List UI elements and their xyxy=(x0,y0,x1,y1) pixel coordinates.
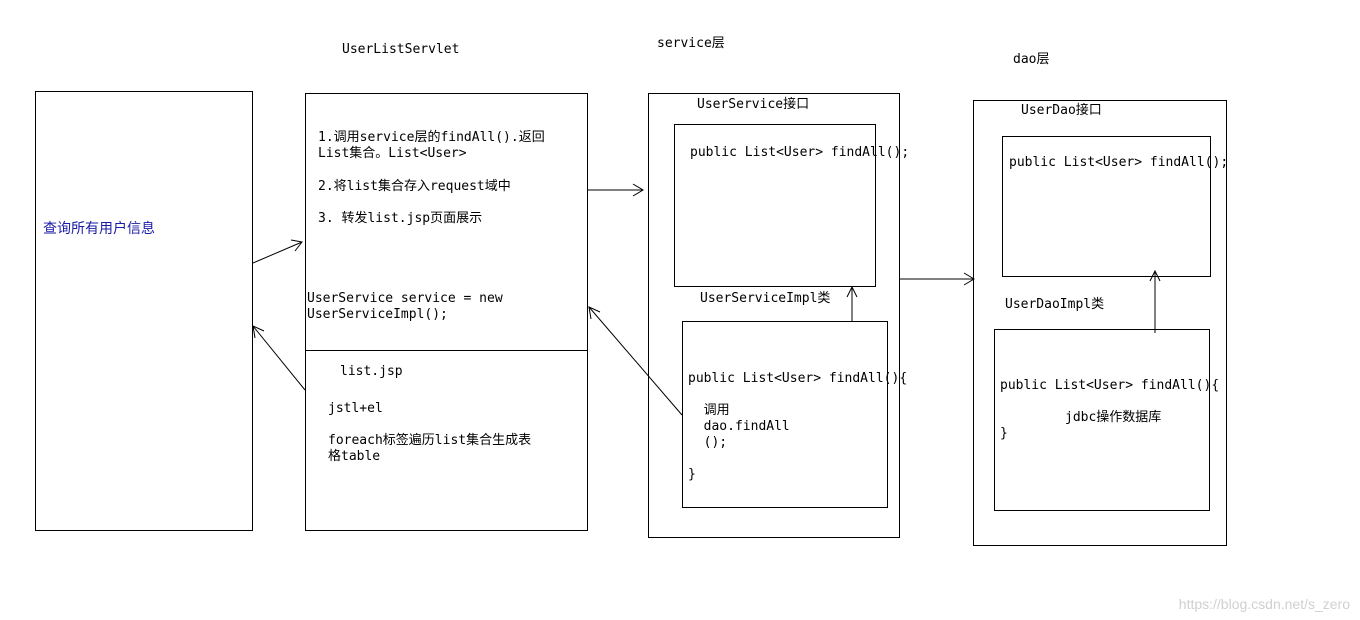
service-interface-method: public List<User> findAll(); xyxy=(690,145,910,160)
servlet-service-field: UserService service = new UserServiceImp… xyxy=(307,291,503,322)
service-interface-box: public List<User> findAll(); xyxy=(674,124,909,287)
dao-interface-method: public List<User> findAll(); xyxy=(1009,155,1229,170)
service-interface-title: UserService接口 xyxy=(697,97,810,112)
servlet-step-3: 3. 转发list.jsp页面展示 xyxy=(318,211,483,226)
dao-impl-code-body: jdbc操作数据库 xyxy=(1065,410,1162,425)
client-text: 查询所有用户信息 xyxy=(43,221,155,237)
service-impl-box: public List<User> findAll(){ 调用 dao.find… xyxy=(682,321,907,508)
arrow-client-to-servlet xyxy=(252,239,303,264)
arrow-service-to-servlet xyxy=(588,306,683,416)
arrow-servlet-to-client xyxy=(252,325,306,391)
servlet-step-1: 1.调用service层的findAll().返回 List集合。List<Us… xyxy=(318,130,545,161)
servlet-label: UserListServlet xyxy=(342,42,460,57)
arrow-servlet-to-service xyxy=(588,183,644,197)
dao-impl-box: public List<User> findAll(){ jdbc操作数据库 } xyxy=(994,329,1219,511)
dao-layer-box xyxy=(973,100,1227,546)
jsp-description: foreach标签遍历list集合生成表 格table xyxy=(328,433,532,464)
client-box: 查询所有用户信息 xyxy=(35,91,253,531)
jsp-title: list.jsp xyxy=(340,364,403,379)
servlet-divider xyxy=(306,350,587,351)
arrow-service-impl-to-interface xyxy=(846,285,858,321)
servlet-box: 1.调用service层的findAll().返回 List集合。List<Us… xyxy=(305,93,588,531)
dao-layer-label: dao层 xyxy=(1013,52,1050,67)
service-impl-title: UserServiceImpl类 xyxy=(700,291,831,306)
service-impl-code: public List<User> findAll(){ 调用 dao.find… xyxy=(688,371,908,482)
watermark: https://blog.csdn.net/s_zero xyxy=(1178,596,1350,612)
dao-interface-title: UserDao接口 xyxy=(1021,103,1102,118)
jsp-tech: jstl+el xyxy=(328,401,383,416)
arrow-service-to-dao xyxy=(900,272,975,286)
service-layer-box xyxy=(648,93,900,538)
dao-interface-box: public List<User> findAll(); xyxy=(1002,136,1228,277)
service-layer-label: service层 xyxy=(657,36,725,51)
dao-impl-title: UserDaoImpl类 xyxy=(1005,297,1105,312)
dao-impl-code-close: } xyxy=(1000,426,1008,441)
servlet-step-2: 2.将list集合存入request域中 xyxy=(318,179,511,194)
dao-impl-code-signature: public List<User> findAll(){ xyxy=(1000,378,1220,393)
arrow-dao-impl-to-interface xyxy=(1149,269,1161,333)
